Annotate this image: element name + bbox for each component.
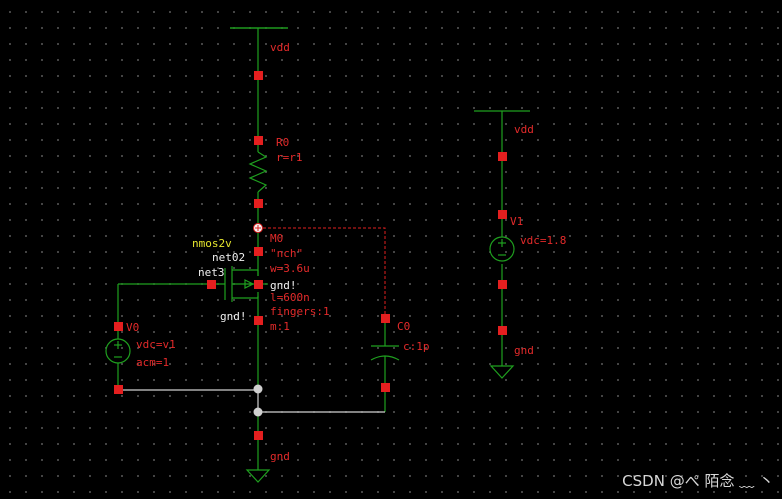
pin-vdd-right <box>498 152 507 161</box>
pin-vdd-left <box>254 71 263 80</box>
m0-bulk-net: gnd! <box>270 279 297 292</box>
pin-m0-gate <box>207 280 216 289</box>
v0-dc: vdc=v1 <box>136 338 176 351</box>
junction-dot-1 <box>253 384 263 394</box>
pin-m0-bulk <box>254 280 263 289</box>
pins[interactable] <box>114 71 507 440</box>
pin-gnd-right <box>498 326 507 335</box>
m0-length: l=600n <box>270 291 310 304</box>
gnd-label-right: gnd <box>514 344 534 357</box>
gnd-label-main: gnd <box>270 450 290 463</box>
pin-c0-bottom <box>381 383 390 392</box>
v0-name: V0 <box>126 321 139 334</box>
pin-m0-source <box>254 316 263 325</box>
pin-r0-bottom <box>254 199 263 208</box>
pin-gnd-main <box>254 431 263 440</box>
net-gate-label: net3 <box>198 266 225 279</box>
junction-dot-2 <box>253 407 263 417</box>
drain-selected-marker[interactable] <box>253 223 263 233</box>
capacitor-c0[interactable] <box>370 345 400 361</box>
r0-name: R0 <box>276 136 289 149</box>
v1-dc: vdc=1.8 <box>520 234 566 247</box>
pin-v0-bottom <box>114 385 123 394</box>
pin-m0-drain <box>254 247 263 256</box>
m0-multiplier: m:1 <box>270 320 290 333</box>
m0-fingers: fingers:1 <box>270 305 330 318</box>
net-drain-label: net02 <box>212 251 245 264</box>
v1-name: V1 <box>510 215 523 228</box>
c0-name: C0 <box>397 320 410 333</box>
resistor-r0[interactable] <box>248 151 268 193</box>
m0-model: "nch" <box>270 247 303 260</box>
m0-name: M0 <box>270 232 283 245</box>
pin-c0-top <box>381 314 390 323</box>
watermark: CSDN @ぺ 陌念 ﹏ 丶 <box>622 472 774 490</box>
c0-value: c:1p <box>403 340 430 353</box>
wires-main[interactable] <box>117 27 386 470</box>
voltage-source-v1[interactable] <box>489 228 515 262</box>
vdd-label-right: vdd <box>514 123 534 136</box>
pin-v0-top <box>114 322 123 331</box>
vdd-label-left: vdd <box>270 41 290 54</box>
mosfet-model-tag: nmos2v <box>192 237 232 250</box>
r0-param: r=r1 <box>276 151 303 164</box>
wire-drain-to-cap[interactable] <box>258 227 386 318</box>
gnd-symbol-right[interactable] <box>489 365 515 379</box>
pin-v1-bottom <box>498 280 507 289</box>
m0-width: w=3.6u <box>270 262 310 275</box>
voltage-source-v0[interactable] <box>105 330 131 372</box>
gnd-symbol-main[interactable] <box>245 469 271 483</box>
pin-r0-top <box>254 136 263 145</box>
pin-v1-top <box>498 210 507 219</box>
net-source-label: gnd! <box>220 310 247 323</box>
v0-ac: acm=1 <box>136 356 169 369</box>
